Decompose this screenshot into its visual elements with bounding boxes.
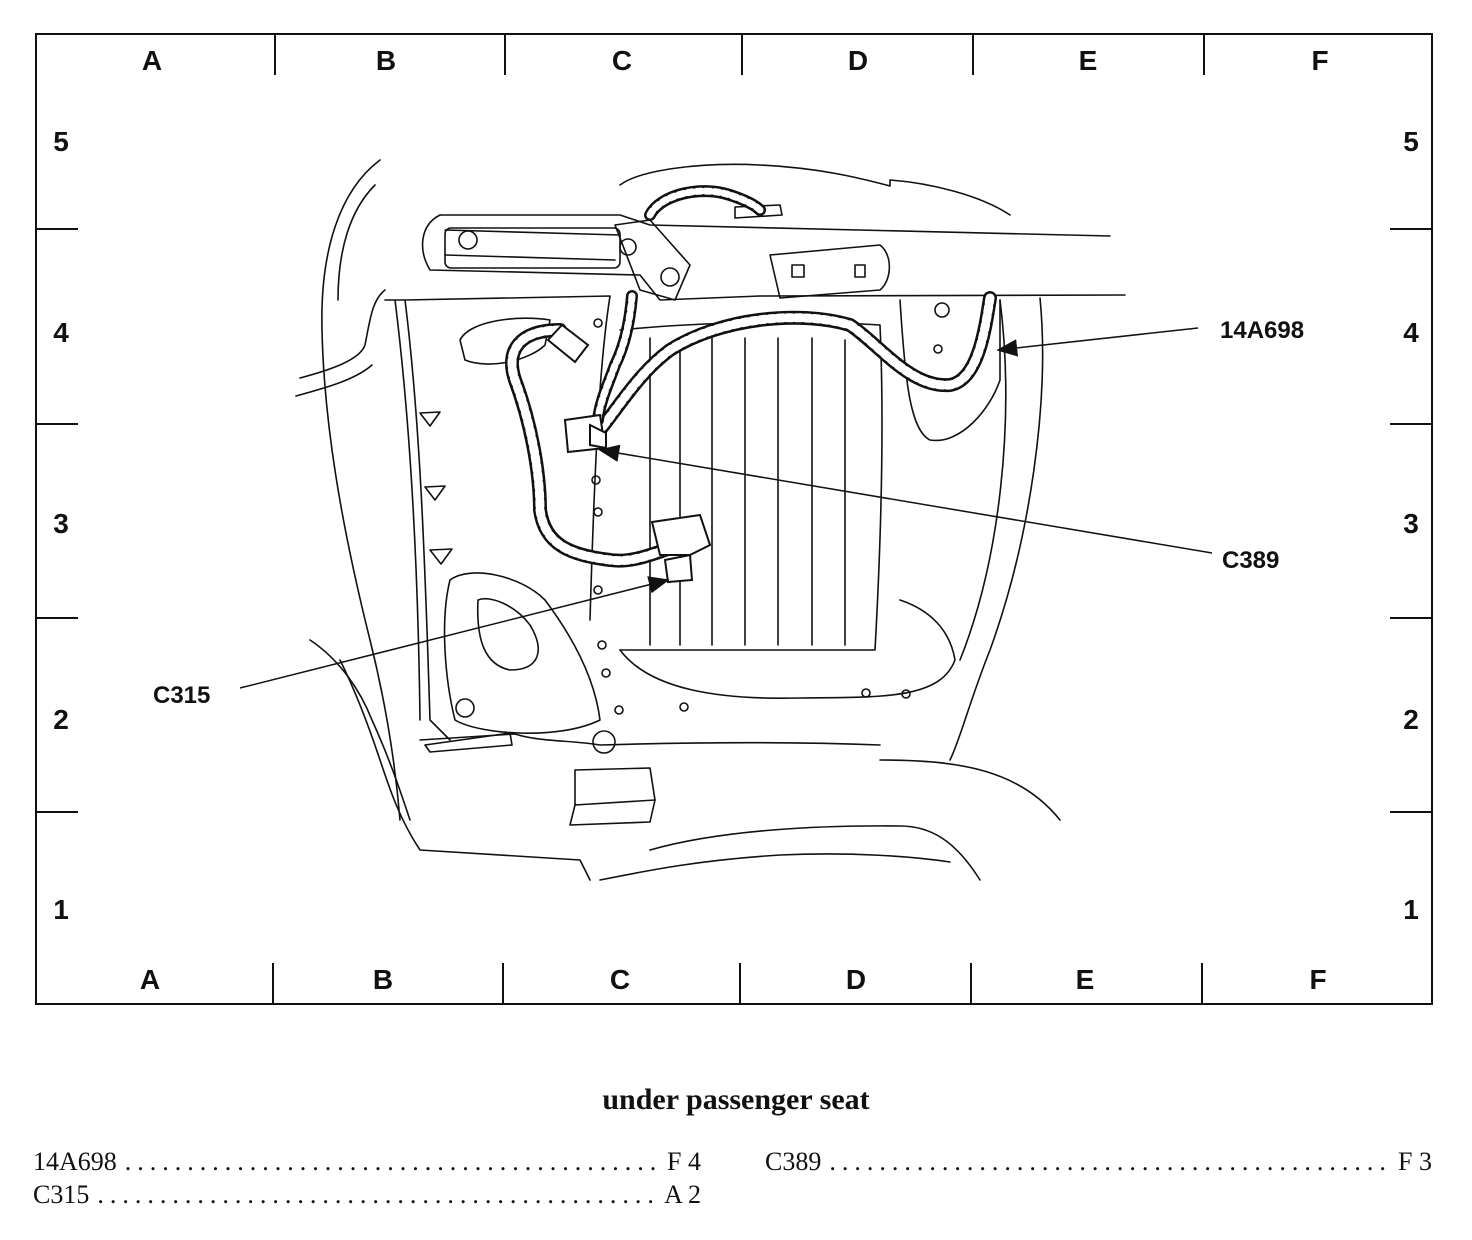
legend-location: A 2 — [664, 1180, 701, 1209]
legend-leader-dots — [829, 1147, 1390, 1177]
legend-id: C389 — [765, 1147, 822, 1176]
row-label-left-1: 1 — [53, 894, 69, 925]
col-label-top-d: D — [848, 45, 868, 76]
row-label-right-4: 4 — [1403, 317, 1419, 348]
connector-c389-body — [563, 413, 607, 454]
col-label-top-a: A — [142, 45, 162, 76]
leader-c315 — [239, 576, 670, 689]
col-label-top-e: E — [1079, 45, 1098, 76]
legend-leader-dots — [97, 1180, 656, 1210]
row-label-right-2: 2 — [1403, 704, 1419, 735]
row-label-left-2: 2 — [53, 704, 69, 735]
leader-c389 — [598, 444, 1213, 554]
col-label-bottom-b: B — [373, 964, 393, 995]
diagram-canvas: A B C D E F A B C D E F 5 4 3 2 1 5 4 3 … — [37, 35, 1431, 1003]
connector-upper-left — [546, 323, 590, 364]
row-label-right-3: 3 — [1403, 508, 1419, 539]
col-label-bottom-a: A — [140, 964, 160, 995]
diagram-frame — [35, 33, 1433, 1005]
col-label-bottom-c: C — [610, 964, 630, 995]
legend-row-c389: C389 F 3 — [765, 1147, 1432, 1177]
legend-location: F 3 — [1398, 1147, 1432, 1176]
wiring-harness-14a698 — [505, 185, 997, 568]
col-label-top-f: F — [1311, 45, 1328, 76]
callout-leaders — [239, 327, 1213, 689]
grid-ticks — [37, 35, 1431, 1003]
col-label-bottom-f: F — [1309, 964, 1326, 995]
row-label-left-5: 5 — [53, 126, 69, 157]
col-label-bottom-d: D — [846, 964, 866, 995]
legend-location: F 4 — [667, 1147, 701, 1176]
legend-id: 14A698 — [33, 1147, 117, 1176]
row-label-left-4: 4 — [53, 317, 69, 348]
legend-row-14a698: 14A698 F 4 — [33, 1147, 701, 1177]
legend-id: C315 — [33, 1180, 90, 1209]
row-label-right-1: 1 — [1403, 894, 1419, 925]
callout-label-14a698: 14A698 — [1220, 317, 1304, 344]
col-label-top-b: B — [376, 45, 396, 76]
row-label-left-3: 3 — [53, 508, 69, 539]
connector-c315-body — [650, 513, 712, 584]
col-label-top-c: C — [612, 45, 632, 76]
leader-14a698 — [996, 327, 1199, 357]
seat-frame-drawing — [295, 159, 1126, 881]
callout-label-c389: C389 — [1222, 547, 1279, 574]
col-label-bottom-e: E — [1076, 964, 1095, 995]
diagram-caption: under passenger seat — [602, 1083, 870, 1116]
legend-leader-dots — [125, 1147, 659, 1177]
legend-row-c315: C315 A 2 — [33, 1180, 701, 1210]
callout-label-c315: C315 — [153, 682, 210, 709]
row-label-right-5: 5 — [1403, 126, 1419, 157]
